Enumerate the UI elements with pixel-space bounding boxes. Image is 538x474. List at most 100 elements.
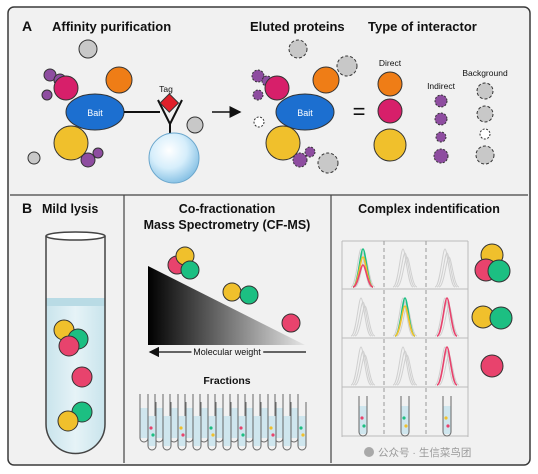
indirect-purple bbox=[435, 131, 447, 143]
ghost-profile bbox=[352, 350, 374, 386]
fraction-liquid bbox=[163, 416, 171, 446]
fraction-dot bbox=[241, 433, 245, 437]
bait-label: Bait bbox=[87, 108, 103, 118]
fraction-liquid bbox=[298, 416, 306, 446]
purple-protein bbox=[292, 152, 308, 168]
purple-protein bbox=[252, 89, 264, 101]
fraction-dot bbox=[149, 426, 153, 430]
fraction-liquid bbox=[283, 416, 291, 446]
fraction-liquid bbox=[290, 408, 298, 438]
fraction-dot bbox=[269, 426, 273, 430]
yellow-protein bbox=[53, 125, 89, 161]
ghost-profile bbox=[436, 252, 458, 288]
interactor-legend: Direct Indirect Background bbox=[373, 58, 508, 165]
lysis-tube bbox=[45, 231, 106, 455]
tube-outline bbox=[45, 236, 106, 455]
profile-fraction-dot bbox=[444, 416, 448, 420]
purple-protein bbox=[251, 69, 265, 83]
lysis-title: Mild lysis bbox=[42, 202, 98, 216]
fraction-dot bbox=[271, 433, 275, 437]
ghost-profile bbox=[434, 297, 456, 337]
indirect-purple bbox=[434, 94, 448, 108]
elution-peak bbox=[394, 305, 416, 337]
fraction-tube bbox=[192, 402, 202, 451]
pink-protein bbox=[58, 335, 80, 357]
background-protein bbox=[186, 116, 204, 134]
elution-profile-grid bbox=[341, 240, 469, 437]
complex-title: Complex indentification bbox=[358, 202, 500, 216]
profile-fraction-tube bbox=[442, 396, 452, 437]
background-protein bbox=[78, 39, 98, 59]
ghost-profile bbox=[434, 248, 456, 288]
fraction-tube bbox=[282, 402, 292, 451]
fraction-tube bbox=[297, 402, 307, 451]
green-protein bbox=[239, 285, 259, 305]
tag-marker bbox=[159, 93, 180, 113]
pink-protein bbox=[480, 354, 504, 378]
magenta-protein bbox=[264, 75, 290, 101]
profile-fraction-tube bbox=[358, 396, 368, 437]
bait-label: Bait bbox=[297, 108, 313, 118]
ghost-profile bbox=[394, 252, 416, 288]
fraction-liquid bbox=[238, 416, 246, 446]
frame-background bbox=[7, 6, 531, 466]
fraction-dot bbox=[301, 433, 305, 437]
profile-fraction-dot bbox=[402, 416, 406, 420]
fraction-tube bbox=[222, 402, 232, 451]
background-white bbox=[479, 128, 491, 140]
ghost-profile bbox=[350, 248, 372, 288]
purple-protein bbox=[80, 152, 96, 168]
cfms-wedge: Molecular weight bbox=[148, 246, 306, 360]
green-protein bbox=[489, 306, 513, 330]
fraction-dot bbox=[239, 426, 243, 430]
fraction-dot bbox=[209, 426, 213, 430]
panel-b-letter: B bbox=[22, 200, 32, 216]
elution-peak bbox=[352, 264, 374, 288]
fraction-liquid bbox=[215, 408, 223, 438]
fraction-liquid bbox=[170, 408, 178, 438]
eluted-title: Eluted proteins bbox=[250, 19, 345, 34]
fraction-tube bbox=[207, 402, 217, 451]
panel-a-letter: A bbox=[22, 18, 32, 34]
eluted-complex: Bait bbox=[251, 39, 358, 174]
profile-fraction-dot bbox=[404, 424, 408, 428]
ghost-profile bbox=[396, 354, 418, 386]
fraction-liquid bbox=[155, 408, 163, 438]
ghost-profile bbox=[350, 297, 372, 337]
liquid-surface bbox=[46, 298, 105, 306]
ghost-profile bbox=[438, 256, 460, 288]
ghost-profile bbox=[392, 346, 414, 386]
pink-protein bbox=[71, 366, 93, 388]
fraction-liquid bbox=[230, 408, 238, 438]
profile-fraction-liquid bbox=[359, 406, 367, 434]
ghost-profile bbox=[392, 248, 414, 288]
watermark-text: 公众号 · 生信菜鸟团 bbox=[378, 446, 471, 459]
background-protein bbox=[336, 55, 358, 77]
profile-fraction-liquid bbox=[443, 406, 451, 434]
indirect-purple bbox=[433, 148, 449, 164]
fraction-liquid bbox=[253, 416, 261, 446]
fraction-liquid bbox=[245, 408, 253, 438]
fraction-tube bbox=[162, 402, 172, 451]
direct-label: Direct bbox=[379, 58, 402, 68]
ghost-profile bbox=[434, 346, 456, 386]
ghost-profile bbox=[350, 346, 372, 386]
equals-sign: = bbox=[353, 99, 366, 124]
elution-peak bbox=[436, 346, 458, 386]
fraction-tube bbox=[252, 402, 262, 451]
pink-protein bbox=[281, 313, 301, 333]
background-grey bbox=[475, 145, 495, 165]
orange-protein bbox=[105, 66, 133, 94]
affinity-title: Affinity purification bbox=[52, 19, 171, 34]
direct-yellow bbox=[373, 128, 407, 162]
background-protein bbox=[288, 39, 308, 59]
fraction-liquid bbox=[200, 408, 208, 438]
magenta-protein bbox=[53, 75, 79, 101]
fraction-tube bbox=[267, 402, 277, 451]
fraction-liquid bbox=[223, 416, 231, 446]
profile-fraction-dot bbox=[446, 424, 450, 428]
fraction-liquid bbox=[148, 416, 156, 446]
direct-orange bbox=[377, 71, 403, 97]
fraction-dot bbox=[181, 433, 185, 437]
purple-protein bbox=[304, 146, 316, 158]
